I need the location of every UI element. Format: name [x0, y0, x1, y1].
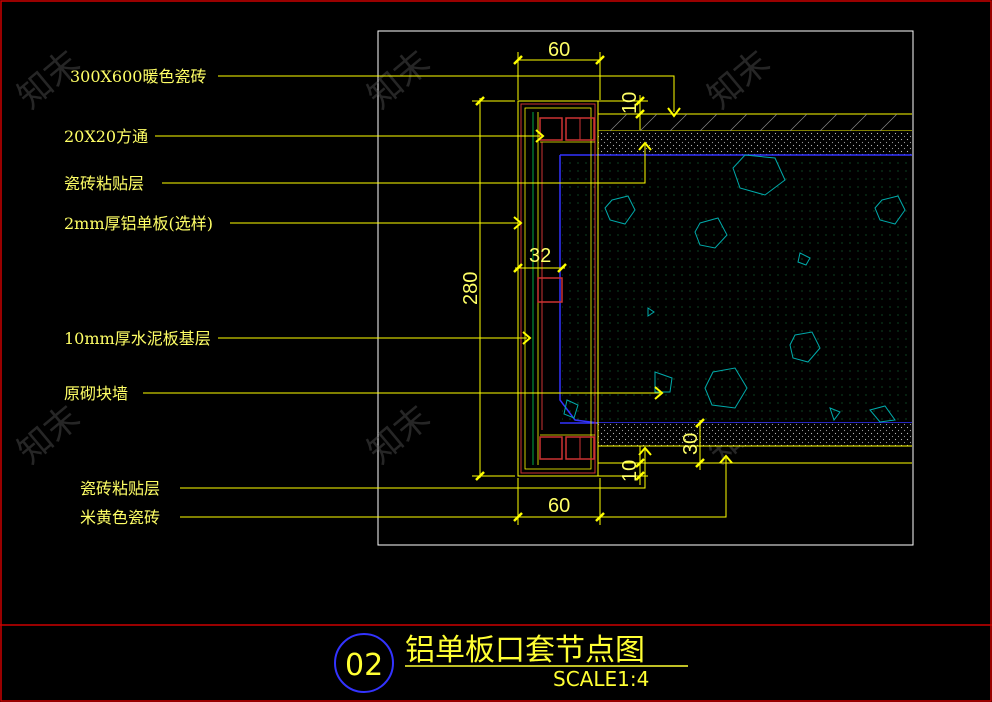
detail-number-circle: [334, 633, 394, 693]
label-cement-board: 10mm厚水泥板基层: [64, 329, 211, 348]
watermark: 知末: [360, 43, 438, 117]
block-wall: [559, 154, 912, 424]
drawing-scale: SCALE1:4: [553, 667, 649, 691]
label-square-tube: 20X20方通: [64, 127, 148, 146]
label-adhesive-top: 瓷砖粘贴层: [64, 174, 144, 193]
dim-bottom-width: 60: [548, 495, 570, 517]
annotation-labels: 300X600暖色瓷砖 20X20方通 瓷砖粘贴层 2mm厚铝单板(选样) 10…: [64, 67, 213, 527]
dim-top-offset: 10: [619, 92, 641, 114]
leader-lines: [143, 75, 733, 518]
title-block: 02 铝单板口套节点图 SCALE1:4: [334, 633, 688, 693]
dim-top-width: 60: [548, 39, 570, 61]
label-block-wall: 原砌块墙: [64, 384, 128, 403]
label-adhesive-bottom: 瓷砖粘贴层: [80, 479, 160, 498]
watermark: 知末: [700, 43, 778, 117]
watermark: 知末: [10, 398, 88, 472]
dim-height: 280: [460, 272, 482, 305]
dim-thickness: 30: [680, 433, 702, 455]
watermark: 知末: [360, 398, 438, 472]
top-tile-layer: [560, 113, 912, 156]
label-beige-tile: 米黄色瓷砖: [80, 508, 160, 527]
dim-bottom-offset: 10: [619, 460, 641, 482]
viewport-frame: [377, 30, 914, 546]
label-aluminum-panel: 2mm厚铝单板(选样): [64, 214, 213, 233]
dim-middle: 32: [529, 245, 551, 267]
detail-number: 02: [345, 648, 383, 683]
drawing-title: 铝单板口套节点图: [405, 633, 645, 668]
bottom-tile-layer: [560, 422, 912, 464]
panel-structure: [517, 100, 599, 477]
label-tile-300x600: 300X600暖色瓷砖: [70, 67, 206, 86]
dimension-texts: 60 60 32 280 10 10 30: [460, 39, 702, 517]
